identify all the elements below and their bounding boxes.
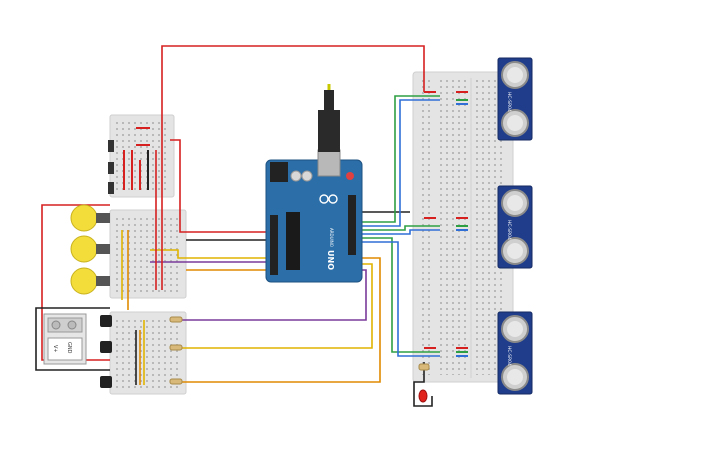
transistor-icon: [100, 341, 112, 353]
light-bulb-icon: [70, 204, 110, 232]
ultrasonic-sensor-2: HC-SR04: [497, 185, 533, 269]
resistor-icon: [169, 344, 183, 351]
sensor-3-model-label: HC-SR04: [506, 346, 512, 366]
top-left-board-components: [108, 127, 150, 194]
resistor-icon: [169, 316, 183, 323]
breadboard-mid-left: [109, 209, 187, 299]
light-bulb-icon: [70, 267, 110, 295]
sensor-1-model-label: HC-SR04: [506, 92, 512, 112]
arduino-brand-label: ARDUINO: [329, 228, 334, 247]
transistor-icon: [100, 315, 112, 327]
ultrasonic-sensor-3: HC-SR04: [497, 311, 533, 395]
resistor-icon: [169, 378, 183, 385]
light-bulb-icon: [70, 235, 110, 263]
wires: [35, 45, 440, 407]
sensor-2-model-label: HC-SR04: [506, 220, 512, 240]
power-supply: V+ GND: [43, 313, 87, 365]
right-board-jumpers: [424, 91, 468, 357]
ultrasonic-sensor-1: HC-SR04: [497, 57, 533, 141]
breadboard-top-left: [109, 114, 175, 198]
red-led-icon: [418, 363, 430, 403]
arduino-model-label: UNO: [326, 250, 335, 270]
breadboard-bottom-left: [109, 311, 187, 395]
power-supply-label-bottom: GND: [66, 342, 72, 354]
infinity-logo-icon: [319, 194, 338, 204]
transistor-icon: [100, 376, 112, 388]
arduino-uno-board: ARDUINO UNO: [265, 149, 363, 283]
usb-cable: [318, 84, 340, 152]
power-supply-label-top: V+: [52, 345, 58, 353]
